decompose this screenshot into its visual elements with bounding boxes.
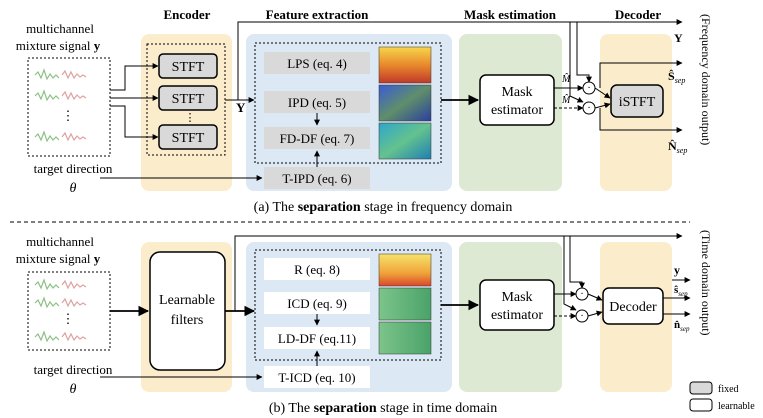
header-encoder: Encoder xyxy=(164,7,211,22)
multiply-dot-1-b: · xyxy=(580,289,583,300)
mask-label-line1-b: Mask xyxy=(501,290,532,305)
arrow-mult2-decoder xyxy=(587,310,603,317)
waveform-icon-b xyxy=(34,278,87,343)
mask-estimator-box-b xyxy=(479,279,555,331)
out-Y-label: Y xyxy=(674,31,683,45)
lps-spectrogram xyxy=(378,46,432,84)
learnable-label-line2: filters xyxy=(171,313,204,328)
r-spectrogram xyxy=(378,253,432,287)
waveform-icon xyxy=(34,68,87,143)
arrow-mult1-out xyxy=(599,60,683,88)
stft-box-1 xyxy=(158,53,218,79)
arrow-mult1-decoder xyxy=(587,293,603,301)
ticd-label: T-ICD (eq. 10) xyxy=(278,370,355,385)
ipd-label: IPD (eq. 5) xyxy=(288,95,346,110)
learnable-filters-box xyxy=(149,251,226,371)
header-feature-extraction: Feature extraction xyxy=(266,7,369,22)
arrow-bypass-mult1-b xyxy=(569,236,585,289)
stft-dots: ⋮ xyxy=(185,112,196,124)
out-S-label: Ŝsep xyxy=(668,69,685,85)
lddf-box xyxy=(264,327,370,349)
input-label-line2-b: mixture signal y xyxy=(16,251,101,266)
arrow-Y-mult2 xyxy=(569,22,584,103)
icd-box xyxy=(264,292,370,314)
waveform-box xyxy=(27,57,111,157)
decoder-label: Decoder xyxy=(609,300,657,315)
input-label-line2: mixture signal y xyxy=(16,38,101,53)
caption-b: (b) The separation stage in time domain xyxy=(269,401,497,416)
mhat-symbol-2: M̂ xyxy=(561,93,571,106)
mask-estimator-box xyxy=(479,74,555,126)
mask-label-line1: Mask xyxy=(501,85,532,100)
caption-a: (a) The separation stage in frequency do… xyxy=(254,200,513,215)
time-domain-output-label: (Time domain output) xyxy=(699,230,713,336)
out-N-label: N̂sep xyxy=(668,139,687,155)
tipd-box xyxy=(264,167,370,189)
multiply-dot-2-b: · xyxy=(580,311,583,322)
ipd-box xyxy=(264,91,370,113)
r-label: R (eq. 8) xyxy=(294,262,340,277)
legend-learnable-swatch xyxy=(689,398,713,412)
lps-label: LPS (eq. 4) xyxy=(287,56,347,71)
stft-box-2 xyxy=(158,85,218,111)
theta-symbol-b: θ xyxy=(70,382,77,397)
ticd-box xyxy=(264,366,370,388)
tipd-label: T-IPD (eq. 6) xyxy=(282,171,351,186)
input-label-line1-b: multichannel xyxy=(26,234,94,249)
waveform-dots: ⋮ xyxy=(62,108,75,123)
frequency-domain-output-label: (Frequency domain output) xyxy=(699,14,713,145)
decoder-box xyxy=(602,287,664,325)
multiply-dot-2: · xyxy=(587,103,590,114)
target-direction-label-b: target direction xyxy=(34,362,113,377)
legend-fixed-label: fixed xyxy=(718,384,739,395)
lps-box xyxy=(264,52,370,74)
ipd-spectrogram xyxy=(378,84,432,122)
multiply-dot-1: · xyxy=(587,83,590,94)
mhat-symbol-1: M̂ xyxy=(561,72,571,85)
stft-label-1: STFT xyxy=(172,60,205,75)
r-box xyxy=(264,258,370,280)
arrow-learnable-bypass xyxy=(234,233,683,311)
waveform-dots-b: ⋮ xyxy=(62,311,75,326)
theta-symbol: θ xyxy=(70,181,77,196)
legend-fixed-swatch xyxy=(689,381,713,395)
out-n-label-b: n̂sep xyxy=(674,319,690,333)
arrow-bypass-mult2-b xyxy=(563,236,577,311)
mask-label-line2-b: estimator xyxy=(491,308,543,323)
stft-label-3: STFT xyxy=(172,131,205,146)
icd-label: ICD (eq. 9) xyxy=(287,296,347,311)
arrow-Y-top-bypass xyxy=(237,19,683,100)
fddf-spectrogram xyxy=(378,122,432,160)
input-label-line1: multichannel xyxy=(26,21,94,36)
out-s-label-b: ŝsep xyxy=(674,284,688,298)
istft-box xyxy=(610,84,664,118)
frequency-domain-stage: Encoder Feature extraction Mask estimati… xyxy=(16,7,713,215)
arrow-wave-stft1 xyxy=(110,63,159,91)
icd-spectrogram xyxy=(378,287,432,321)
arrow-mult2-out xyxy=(599,108,683,133)
stft-label-2: STFT xyxy=(172,92,205,107)
arrow-mult1-istft xyxy=(594,87,611,99)
fddf-label: FD-DF (eq. 7) xyxy=(280,131,355,146)
Y-symbol: Y xyxy=(236,100,246,115)
arrow-mult2-istft xyxy=(594,102,611,109)
istft-label: iSTFT xyxy=(619,95,656,110)
stft-box-3 xyxy=(158,124,218,150)
out-y-label-b: y xyxy=(674,263,680,277)
lddf-label: LD-DF (eq.11) xyxy=(278,331,356,346)
time-domain-stage: multichannel mixture signal y ⋮ Learnabl… xyxy=(16,230,755,416)
lddf-spectrogram xyxy=(378,321,432,355)
arrow-Y-mult1 xyxy=(576,22,592,83)
fddf-box xyxy=(264,127,370,149)
mask-label-line2: estimator xyxy=(491,103,543,118)
header-decoder: Decoder xyxy=(615,7,661,22)
learnable-label-line1: Learnable xyxy=(159,293,215,308)
header-mask-estimation: Mask estimation xyxy=(464,7,557,22)
target-direction-label: target direction xyxy=(34,161,113,176)
arrow-wave-stft3 xyxy=(110,105,159,140)
feature-frame xyxy=(254,42,442,164)
legend-learnable-label: learnable xyxy=(718,401,755,412)
